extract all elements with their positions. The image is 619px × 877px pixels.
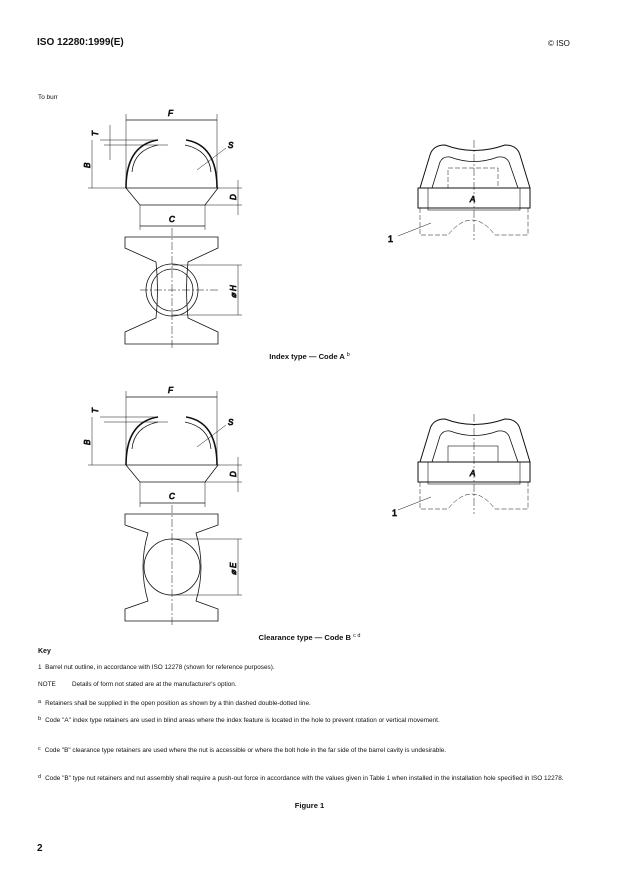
footnote-mark: a	[38, 699, 42, 705]
dim-E: ⌀ E	[229, 562, 238, 575]
key-text: Barrel nut outline, in accordance with I…	[45, 664, 275, 671]
label-S-b: S	[228, 418, 234, 427]
dim-H: ⌀ H	[229, 285, 238, 298]
footnote-mark: b	[38, 716, 42, 722]
caption-index-type: Index type — Code A b	[0, 352, 619, 361]
key-item: 1 Barrel nut outline, in accordance with…	[38, 664, 583, 673]
caption-footnote-ref: c d	[353, 633, 361, 639]
label-S: S	[228, 141, 234, 150]
footnote-text: Code "B" type nut retainers and nut asse…	[45, 775, 564, 782]
dim-T: T	[91, 130, 100, 136]
label-A: A	[469, 195, 475, 204]
caption-footnote-ref: b	[346, 352, 350, 358]
copyright: © ISO	[548, 39, 570, 48]
dim-F-b: F	[168, 386, 174, 395]
figure-title: Figure 1	[294, 801, 325, 810]
note: NOTE Details of form not stated are at th…	[38, 681, 583, 690]
to-burr-label: To burr	[38, 94, 58, 101]
side-view-clearance-type	[397, 414, 531, 514]
label-A-b: A	[469, 469, 475, 478]
retainer-drawing-index-type	[88, 114, 242, 350]
key-heading: Key	[38, 648, 51, 655]
dim-D: D	[229, 194, 238, 200]
dim-F: F	[168, 109, 174, 118]
note-text: Details of form not stated are at the ma…	[72, 681, 237, 688]
side-view-index-type	[397, 140, 531, 240]
footnote-mark: c	[38, 746, 41, 752]
key-number: 1	[38, 664, 42, 671]
caption-text: Clearance type — Code B	[258, 633, 351, 642]
key-callout-1: 1	[388, 234, 393, 244]
footnote-text: Retainers shall be supplied in the open …	[45, 700, 311, 707]
footnote-text: Code "A" index type retainers are used i…	[45, 717, 440, 724]
footnote-mark: d	[38, 774, 42, 780]
caption-text: Index type — Code A	[269, 352, 345, 361]
key-callout-1-b: 1	[392, 508, 397, 518]
page-number: 2	[37, 843, 43, 854]
document-id: ISO 12280:1999(E)	[37, 37, 124, 48]
dim-C-b: C	[169, 492, 175, 501]
footnote-text: Code "B" clearance type retainers are us…	[44, 747, 447, 754]
note-label: NOTE	[38, 681, 56, 688]
dim-B: B	[83, 162, 92, 168]
dim-D-b: D	[229, 471, 238, 477]
retainer-drawing-clearance-type	[88, 391, 242, 627]
dim-T-b: T	[91, 407, 100, 413]
caption-clearance-type: Clearance type — Code B c d	[0, 633, 619, 642]
dim-C: C	[169, 215, 175, 224]
dim-B-b: B	[83, 439, 92, 445]
